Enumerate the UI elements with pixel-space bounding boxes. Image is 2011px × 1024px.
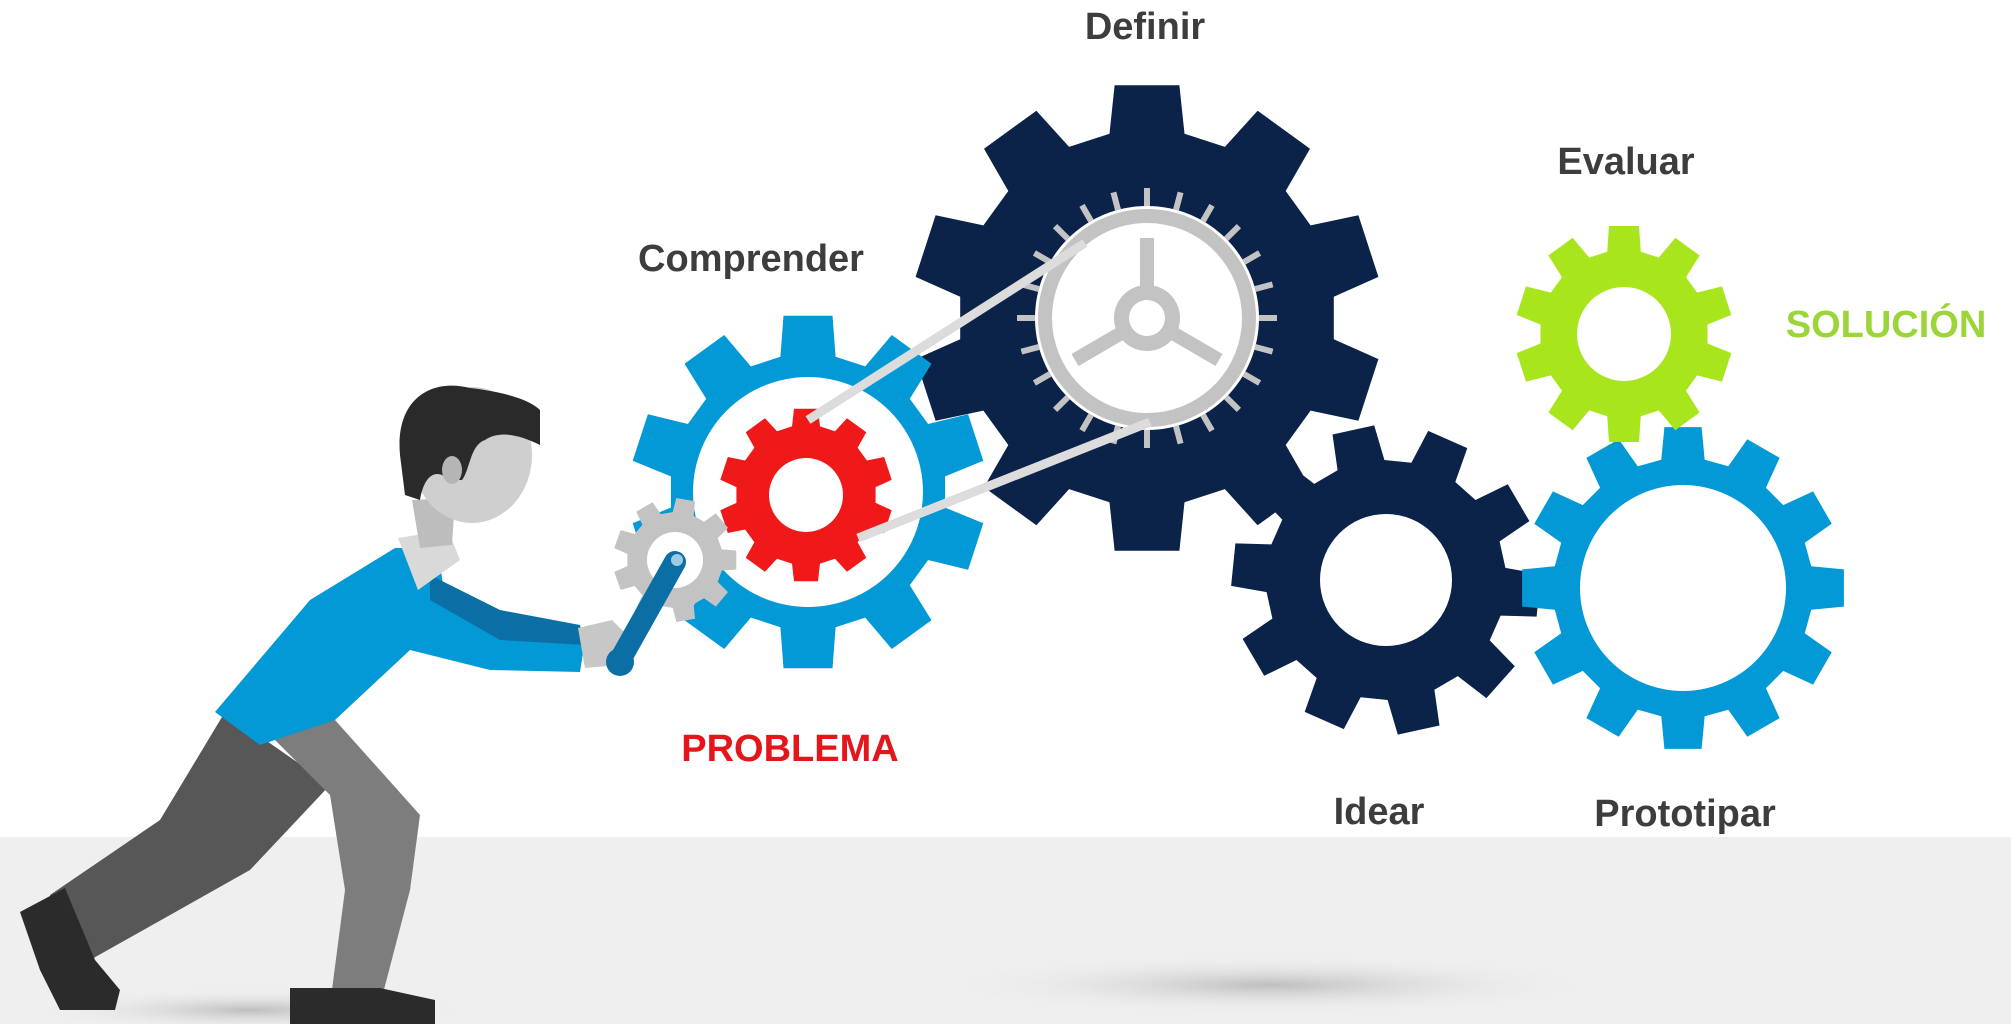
label-problema: PROBLEMA	[681, 728, 899, 770]
definir-inner-tooth	[1254, 344, 1274, 355]
label-evaluar: Evaluar	[1557, 141, 1695, 183]
drive-belt	[805, 239, 1152, 543]
definir-inner-tooth	[1079, 203, 1094, 223]
wrench-icon	[606, 551, 686, 676]
definir-inner-tooth	[1110, 191, 1121, 211]
problema-gear	[720, 408, 892, 582]
label-solucion: SOLUCIÓN	[1785, 304, 1987, 346]
gear-idear-hole	[1320, 514, 1452, 646]
gear-problema-hole	[769, 458, 843, 532]
definir-inner-tooth	[1052, 223, 1070, 241]
man-pushing-gear-icon	[20, 385, 632, 1024]
definir-inner-tooth	[1032, 250, 1052, 265]
definir-inner-tooth	[1200, 413, 1215, 433]
definir-inner-tooth	[1254, 281, 1274, 292]
definir-inner-tooth	[1173, 425, 1184, 445]
definir-inner-tooth	[1200, 203, 1215, 223]
definir-inner-tooth	[1173, 191, 1184, 211]
definir-inner-tooth	[1079, 413, 1094, 433]
gear-evaluar-hole	[1577, 287, 1671, 381]
ground-shadow-right	[940, 955, 1600, 1015]
idear-gear	[1231, 425, 1541, 735]
label-definir: Definir	[1084, 6, 1206, 48]
definir-inner-tooth	[1242, 371, 1262, 386]
definir-inner-tooth	[1052, 395, 1070, 413]
definir-inner-tooth	[1032, 371, 1052, 386]
definir-inner-tooth	[1224, 395, 1242, 413]
definir-inner-tooth	[1224, 223, 1242, 241]
evaluar-gear	[1516, 226, 1732, 442]
definir-hub-spokes	[1071, 238, 1223, 367]
label-idear: Idear	[1333, 791, 1425, 833]
prototipar-gear	[1522, 427, 1844, 749]
definir-inner-tooth	[1242, 250, 1262, 265]
label-comprender: Comprender	[638, 238, 864, 280]
label-prototipar: Prototipar	[1594, 793, 1776, 835]
definir-inner-tooth	[1020, 344, 1040, 355]
gear-prototipar-hole	[1580, 485, 1786, 691]
